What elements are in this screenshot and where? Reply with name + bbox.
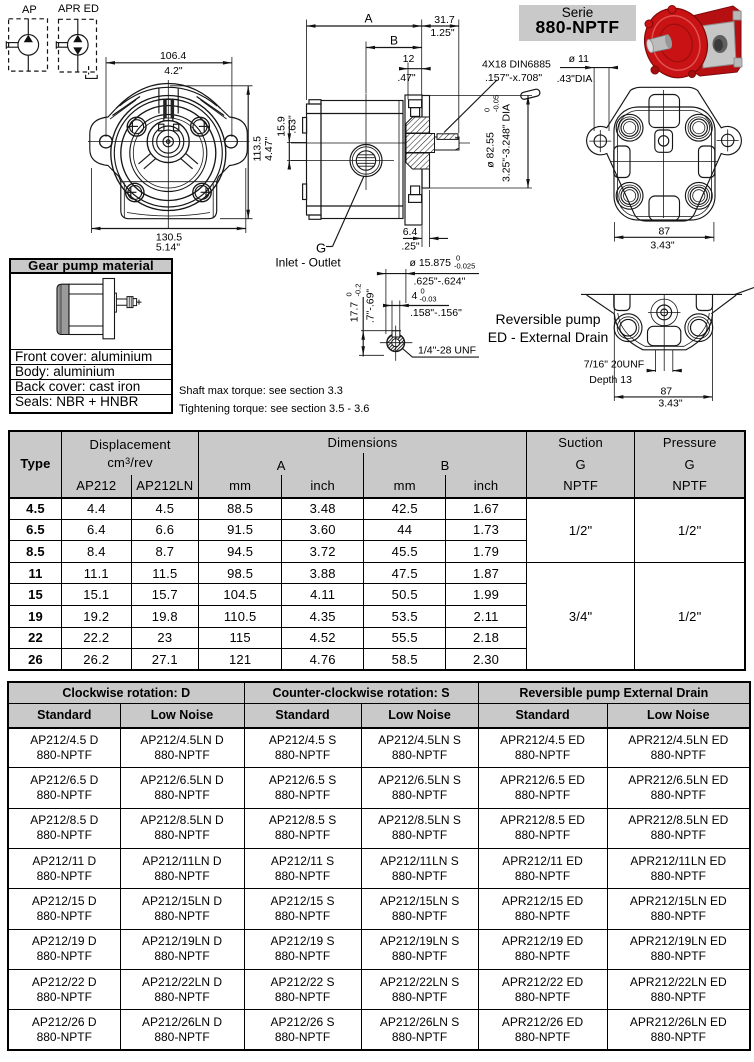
svg-text:0: 0 bbox=[456, 253, 460, 262]
svg-text:.625"-.624": .625"-.624" bbox=[414, 275, 466, 287]
svg-text:.158"-.156": .158"-.156" bbox=[410, 307, 462, 319]
svg-text:15.9: 15.9 bbox=[276, 116, 288, 137]
svg-text:0: 0 bbox=[345, 292, 354, 296]
svg-text:87: 87 bbox=[660, 386, 672, 398]
svg-text:6.4: 6.4 bbox=[403, 226, 418, 238]
svg-text:3.25"-3.248" DIA: 3.25"-3.248" DIA bbox=[501, 104, 513, 182]
svg-text:.25": .25" bbox=[401, 240, 420, 252]
svg-text:3.43": 3.43" bbox=[658, 398, 682, 410]
svg-text:1.25": 1.25" bbox=[430, 27, 454, 39]
svg-text:B: B bbox=[390, 33, 398, 47]
svg-text:1/4"-28 UNF: 1/4"-28 UNF bbox=[418, 345, 476, 357]
svg-text:A: A bbox=[364, 12, 372, 26]
svg-text:.157"-x.708": .157"-x.708" bbox=[485, 72, 542, 84]
svg-text:7/16" 20UNF: 7/16" 20UNF bbox=[584, 358, 644, 370]
svg-text:.47": .47" bbox=[397, 72, 416, 84]
svg-text:ø 11: ø 11 bbox=[569, 53, 589, 65]
svg-text:4.47": 4.47" bbox=[263, 136, 275, 160]
svg-text:106.4: 106.4 bbox=[160, 50, 186, 62]
svg-text:.7"-.69": .7"-.69" bbox=[365, 289, 377, 324]
svg-text:ø 15.875: ø 15.875 bbox=[410, 257, 452, 269]
svg-text:.63": .63" bbox=[287, 115, 299, 134]
svg-text:Inlet - Outlet: Inlet - Outlet bbox=[275, 255, 341, 269]
svg-text:-0.025: -0.025 bbox=[454, 262, 475, 271]
svg-text:ø 82.55: ø 82.55 bbox=[485, 132, 497, 168]
svg-text:130.5: 130.5 bbox=[156, 232, 182, 244]
svg-text:-0.05: -0.05 bbox=[492, 95, 501, 112]
svg-text:-0.2: -0.2 bbox=[354, 284, 363, 297]
svg-text:Depth 13: Depth 13 bbox=[589, 374, 632, 386]
svg-text:5.14": 5.14" bbox=[156, 242, 180, 254]
svg-text:12: 12 bbox=[403, 53, 415, 65]
svg-text:-0.03: -0.03 bbox=[420, 295, 437, 304]
svg-text:3.43": 3.43" bbox=[650, 240, 674, 252]
svg-text:0: 0 bbox=[421, 287, 425, 296]
svg-text:17.7: 17.7 bbox=[349, 302, 361, 323]
svg-text:G: G bbox=[316, 240, 326, 255]
svg-text:113.5: 113.5 bbox=[252, 136, 264, 162]
svg-text:87: 87 bbox=[658, 226, 670, 238]
svg-text:31.7: 31.7 bbox=[434, 14, 455, 26]
svg-text:0: 0 bbox=[483, 108, 492, 112]
svg-text:4X18 DIN6885: 4X18 DIN6885 bbox=[482, 58, 551, 70]
svg-text:.43"DIA: .43"DIA bbox=[557, 73, 593, 85]
svg-text:4: 4 bbox=[412, 290, 418, 302]
svg-text:4.2": 4.2" bbox=[164, 65, 183, 77]
